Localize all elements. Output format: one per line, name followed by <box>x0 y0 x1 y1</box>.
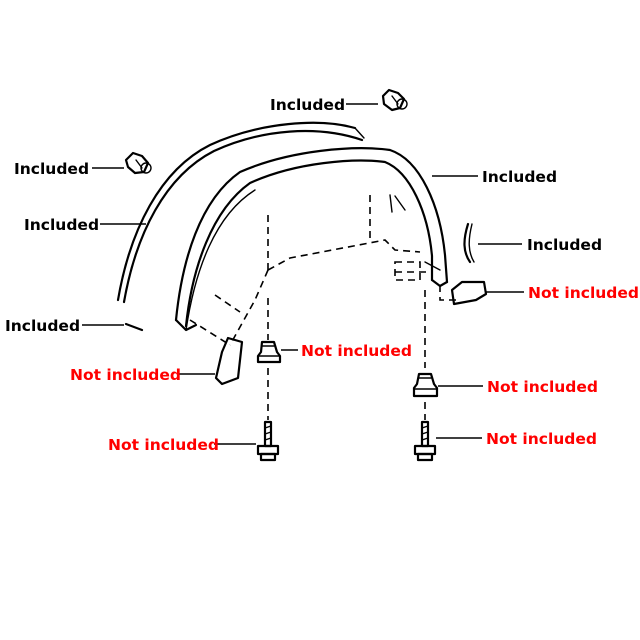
right-bolt-icon <box>413 420 437 462</box>
left-clip-icon <box>124 151 152 175</box>
label-molding-strip: Included <box>24 216 99 234</box>
label-small-trim: Included <box>5 317 80 335</box>
hidden-lines <box>189 195 460 420</box>
left-bolt-icon <box>256 420 280 462</box>
small-trim-icon <box>124 322 144 332</box>
label-center-nut: Not included <box>301 342 412 360</box>
label-fender-flare: Included <box>482 168 557 186</box>
right-nut-icon <box>412 372 439 398</box>
center-nut-icon <box>256 340 282 364</box>
label-left-clip: Included <box>14 160 89 178</box>
label-right-bolt: Not included <box>486 430 597 448</box>
top-clip-icon <box>381 88 408 112</box>
molding-strip <box>116 121 365 304</box>
label-right-nut: Not included <box>487 378 598 396</box>
fender-flare <box>174 147 449 332</box>
label-right-trim: Included <box>527 236 602 254</box>
label-left-bolt: Not included <box>108 436 219 454</box>
label-right-bracket: Not included <box>528 284 639 302</box>
label-top-clip: Included <box>270 96 345 114</box>
left-bracket-icon <box>214 336 244 386</box>
label-left-bracket: Not included <box>70 366 181 384</box>
right-trim-icon <box>463 222 475 264</box>
right-bracket-icon <box>450 280 488 306</box>
